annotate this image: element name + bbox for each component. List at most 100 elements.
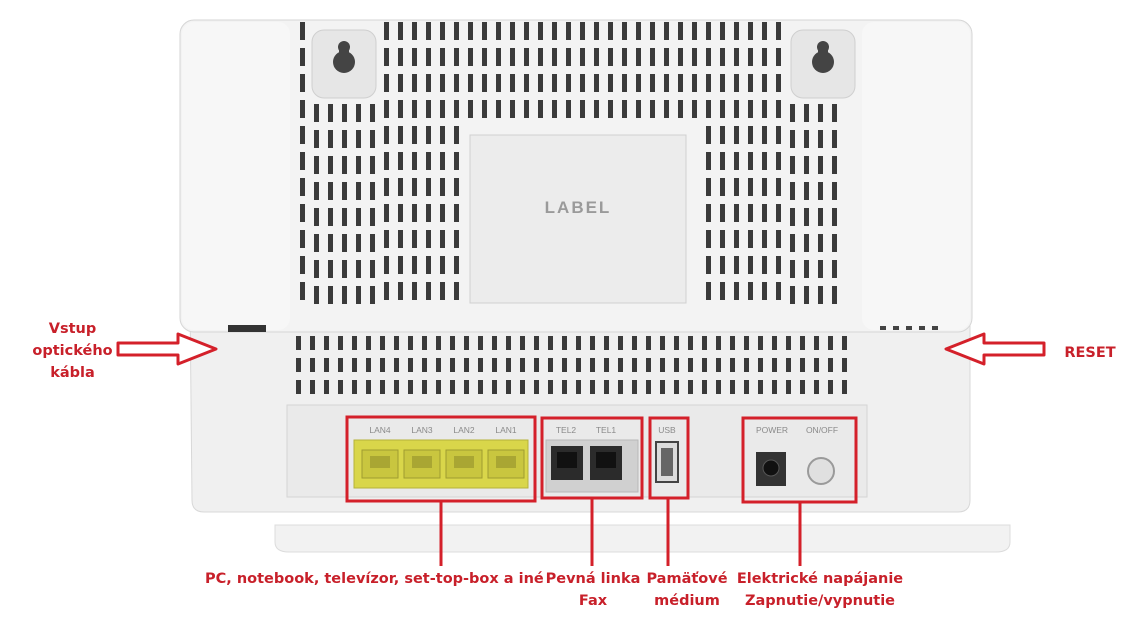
vent-slot — [440, 152, 445, 170]
vent-slot — [562, 380, 567, 394]
vent-slot — [776, 152, 781, 170]
vent-slot — [454, 152, 459, 170]
vent-slot — [734, 74, 739, 92]
vent-slot — [352, 380, 357, 394]
vent-slot — [618, 358, 623, 372]
vent-slot — [440, 178, 445, 196]
vent-slot — [776, 74, 781, 92]
device-left-panel — [182, 22, 290, 330]
vent-slot — [790, 182, 795, 200]
vent-slot — [314, 104, 319, 122]
vent-slot — [706, 48, 711, 66]
vent-slot — [674, 358, 679, 372]
vent-slot — [580, 100, 585, 118]
vent-slot — [790, 234, 795, 252]
vent-slot — [384, 178, 389, 196]
vent-slot — [356, 234, 361, 252]
onoff-label: ON/OFF — [806, 425, 838, 435]
power-annotation-line-2: Zapnutie/vypnutie — [744, 593, 896, 609]
vent-slot — [734, 126, 739, 144]
vent-slot — [702, 336, 707, 350]
lan-annotation-text: PC, notebook, televízor, set-top-box a i… — [205, 571, 544, 587]
vent-slot — [804, 286, 809, 304]
vent-slot — [342, 156, 347, 174]
vent-slot — [762, 22, 767, 40]
vent-slot — [524, 74, 529, 92]
vent-slot — [426, 282, 431, 300]
vent-slot — [660, 380, 665, 394]
vent-slot — [706, 152, 711, 170]
vent-slot — [342, 104, 347, 122]
tel-annotation-line-1: Pevná linka — [545, 571, 641, 587]
vent-slot — [384, 282, 389, 300]
vent-slot — [384, 204, 389, 222]
vent-slot — [384, 48, 389, 66]
vent-slot — [454, 178, 459, 196]
vent-slot — [748, 48, 753, 66]
vent-slot — [776, 48, 781, 66]
vent-slot — [300, 282, 305, 300]
vent-slot — [748, 152, 753, 170]
vent-slot — [580, 74, 585, 92]
vent-slot — [720, 282, 725, 300]
vent-slot — [748, 282, 753, 300]
lan1-label: LAN1 — [495, 425, 517, 435]
power-jack-hole — [762, 459, 780, 477]
vent-slot — [370, 286, 375, 304]
lan4-label: LAN4 — [369, 425, 391, 435]
vent-slot — [408, 336, 413, 350]
vent-slot — [398, 282, 403, 300]
vent-slot — [688, 380, 693, 394]
vent-slot — [384, 152, 389, 170]
vent-slot — [562, 336, 567, 350]
vent-slot — [426, 256, 431, 274]
vent-slot — [552, 22, 557, 40]
vent-slot — [706, 74, 711, 92]
fiber-input-line-2: optického — [32, 343, 113, 359]
vent-slot — [440, 204, 445, 222]
vent-slot — [692, 74, 697, 92]
vent-slot — [370, 260, 375, 278]
vent-slot — [692, 48, 697, 66]
vent-slot — [706, 100, 711, 118]
vent-slot — [422, 358, 427, 372]
vent-slot — [482, 100, 487, 118]
vent-slot — [776, 256, 781, 274]
vent-slot — [608, 100, 613, 118]
vent-slot — [706, 22, 711, 40]
vent-slot — [720, 22, 725, 40]
reset-annotation-text: RESET — [1064, 345, 1116, 361]
vent-slot — [398, 100, 403, 118]
vent-slot — [744, 380, 749, 394]
vent-slot — [580, 22, 585, 40]
vent-slot — [450, 380, 455, 394]
vent-slot — [814, 358, 819, 372]
vent-slot — [412, 282, 417, 300]
vent-slot — [678, 74, 683, 92]
vent-slot — [552, 100, 557, 118]
lan3-port — [403, 449, 441, 479]
vent-slot — [608, 74, 613, 92]
vent-slot — [394, 336, 399, 350]
vent-slot — [324, 358, 329, 372]
vent-slot — [734, 178, 739, 196]
vent-slot — [426, 152, 431, 170]
vent-slot — [300, 178, 305, 196]
vent-slot — [300, 74, 305, 92]
vent-slot — [548, 358, 553, 372]
vent-slot — [776, 204, 781, 222]
vent-slot — [300, 256, 305, 274]
vent-slot — [310, 380, 315, 394]
vent-slot — [720, 152, 725, 170]
usb-port-tongue — [661, 448, 673, 476]
vent-slot — [412, 126, 417, 144]
onoff-button — [807, 457, 835, 485]
vent-slot — [384, 230, 389, 248]
vent-slot — [804, 260, 809, 278]
vent-slot — [832, 286, 837, 304]
vent-slot — [790, 156, 795, 174]
vent-slot — [734, 230, 739, 248]
vent-slot — [324, 336, 329, 350]
vent-slot — [660, 336, 665, 350]
